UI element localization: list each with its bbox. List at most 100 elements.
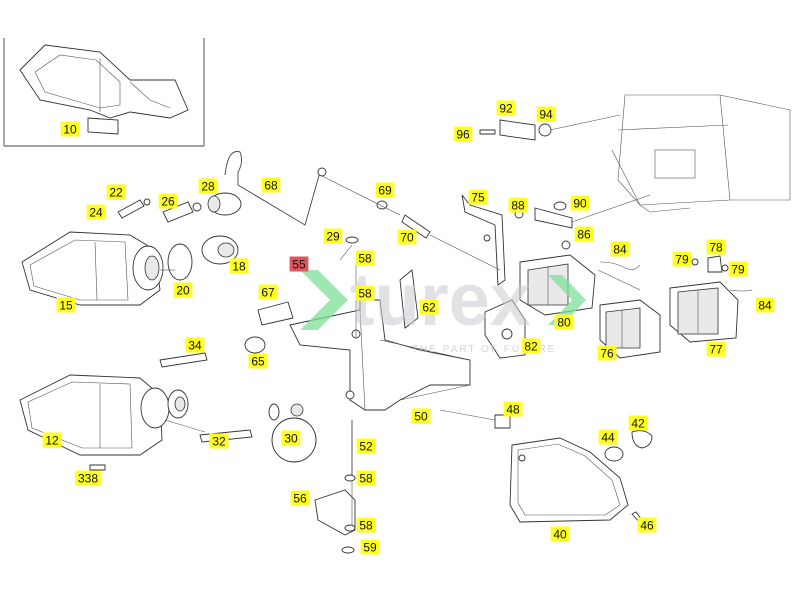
part-label-p12[interactable]: 12	[42, 432, 62, 448]
fog-lamp-77-drawing	[669, 281, 739, 343]
bracket-62-drawing	[399, 269, 419, 329]
part-label-p40[interactable]: 40	[550, 526, 570, 542]
part-label-p75[interactable]: 75	[468, 189, 488, 205]
part-label-p52[interactable]: 52	[356, 438, 376, 454]
part-label-text: 24	[89, 205, 103, 219]
part-label-text: 79	[675, 252, 689, 266]
part-label-box	[610, 241, 630, 257]
part-label-text: 86	[577, 227, 591, 241]
part-label-p46[interactable]: 46	[637, 517, 657, 533]
part-label-text: 77	[709, 342, 723, 356]
part-label-box	[706, 341, 726, 357]
part-label-text: 82	[524, 339, 538, 353]
part-label-box	[550, 526, 570, 542]
part-label-p79b[interactable]: 79	[728, 261, 748, 277]
part-label-p62[interactable]: 62	[419, 299, 439, 315]
part-label-box	[290, 490, 310, 506]
part-label-p10[interactable]: 10	[60, 121, 80, 137]
part-label-p59[interactable]: 59	[360, 539, 380, 555]
part-label-box	[411, 408, 431, 424]
part-label-p58a[interactable]: 58	[355, 250, 375, 266]
part-label-p30[interactable]: 30	[281, 430, 301, 446]
part-label-p76[interactable]: 76	[597, 345, 617, 361]
part-label-box	[209, 433, 229, 449]
watermark: turex THE PART OF FUTURE	[300, 258, 586, 355]
part-label-p58c[interactable]: 58	[356, 470, 376, 486]
part-label-p67[interactable]: 67	[258, 284, 278, 300]
bracket-75-drawing	[461, 194, 506, 286]
part-label-p22[interactable]: 22	[106, 184, 126, 200]
part-label-box	[597, 345, 617, 361]
part-label-box	[248, 353, 268, 369]
part-label-text: 84	[758, 298, 772, 312]
part-label-p80[interactable]: 80	[554, 314, 574, 330]
part-label-p84a[interactable]: 84	[610, 241, 630, 257]
part-label-text: 34	[188, 338, 202, 352]
part-label-p92[interactable]: 92	[496, 100, 516, 116]
part-label-p50[interactable]: 50	[411, 408, 431, 424]
part-label-box	[468, 189, 488, 205]
part-label-box	[323, 228, 343, 244]
part-label-box	[356, 470, 376, 486]
part-label-p78[interactable]: 78	[706, 239, 726, 255]
part-label-p82[interactable]: 82	[521, 338, 541, 354]
part-label-p29[interactable]: 29	[323, 228, 343, 244]
part-label-box	[173, 282, 193, 298]
part-label-box	[355, 285, 375, 301]
part-label-p68[interactable]: 68	[261, 177, 281, 193]
part-label-text: 28	[201, 179, 215, 193]
leader-lines	[97, 114, 651, 525]
part-label-text: 10	[63, 122, 77, 136]
part-label-p58b[interactable]: 58	[355, 285, 375, 301]
part-label-p58d[interactable]: 58	[356, 517, 376, 533]
part-label-p20[interactable]: 20	[173, 282, 193, 298]
part-label-text: 75	[471, 190, 485, 204]
part-label-p56[interactable]: 56	[290, 490, 310, 506]
part-label-box	[453, 126, 473, 142]
part-label-p44[interactable]: 44	[598, 429, 618, 445]
part-label-text: 92	[499, 101, 513, 115]
part-label-p94[interactable]: 94	[536, 106, 556, 122]
part-label-text: 32	[212, 434, 226, 448]
part-label-p84b[interactable]: 84	[755, 297, 775, 313]
part-label-p18[interactable]: 18	[229, 258, 249, 274]
part-label-text: 90	[573, 196, 587, 210]
rod-68-drawing	[224, 151, 327, 226]
part-label-text: 52	[359, 439, 373, 453]
part-label-p88[interactable]: 88	[508, 197, 528, 213]
part-label-p338[interactable]: 338	[75, 470, 101, 486]
part-label-box	[570, 195, 590, 211]
part-label-p26[interactable]: 26	[158, 193, 178, 209]
part-label-p77[interactable]: 77	[706, 341, 726, 357]
part-label-p42[interactable]: 42	[628, 415, 648, 431]
part-label-box	[158, 193, 178, 209]
part-label-p86[interactable]: 86	[574, 226, 594, 242]
part-label-p65[interactable]: 65	[248, 353, 268, 369]
part-label-box	[508, 197, 528, 213]
part-label-box	[106, 184, 126, 200]
part-label-text: 80	[557, 315, 571, 329]
part-label-p28[interactable]: 28	[198, 178, 218, 194]
part-label-box	[755, 297, 775, 313]
part-label-p32[interactable]: 32	[209, 433, 229, 449]
part-label-p24[interactable]: 24	[86, 204, 106, 220]
part-label-text: 46	[640, 518, 654, 532]
part-label-p96[interactable]: 96	[453, 126, 473, 142]
part-label-p69[interactable]: 69	[375, 182, 395, 198]
part-label-box	[281, 430, 301, 446]
part-label-box	[598, 429, 618, 445]
part-label-box	[496, 100, 516, 116]
part-label-box	[60, 121, 80, 137]
part-label-p79a[interactable]: 79	[672, 251, 692, 267]
part-label-p34[interactable]: 34	[185, 337, 205, 353]
part-label-p55[interactable]: 55	[289, 256, 309, 272]
corner-lamp-40-drawing	[509, 437, 629, 523]
part-label-p70[interactable]: 70	[397, 229, 417, 245]
part-label-text: 69	[378, 183, 392, 197]
part-label-p48[interactable]: 48	[503, 401, 523, 417]
part-label-box	[554, 314, 574, 330]
part-label-p90[interactable]: 90	[570, 195, 590, 211]
part-label-p15[interactable]: 15	[56, 297, 76, 313]
part-label-box	[229, 258, 249, 274]
